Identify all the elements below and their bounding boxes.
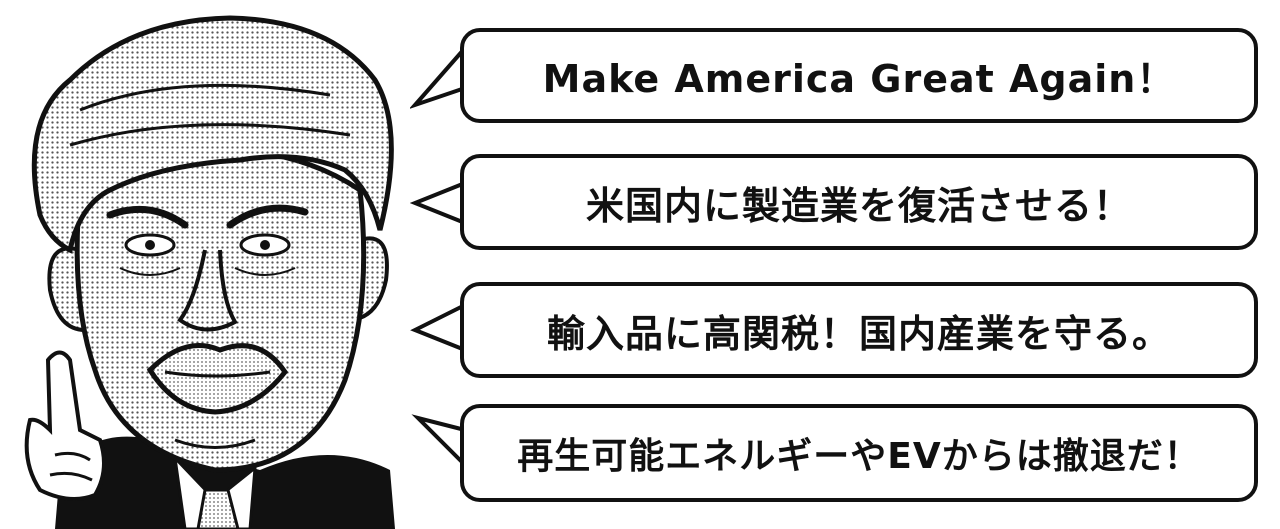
hair-strand xyxy=(79,83,331,112)
suit-shape xyxy=(55,436,395,529)
bubble-tail xyxy=(410,303,466,352)
speech-bubble: 米国内に製造業を復活させる！ xyxy=(460,154,1258,250)
bubble-text: 米国内に製造業を復活させる！ xyxy=(585,183,1132,228)
bubble-tail xyxy=(410,46,467,109)
chin-line xyxy=(174,438,256,449)
pointing-hand xyxy=(24,350,106,501)
tie-shape xyxy=(196,488,240,529)
right-pupil xyxy=(260,240,270,250)
bubble-tail xyxy=(410,181,466,225)
speech-bubble: Make America Great Again！ xyxy=(460,28,1258,123)
finger-line xyxy=(54,451,91,462)
left-pupil xyxy=(145,240,155,250)
speech-bubble: 輸入品に高関税！国内産業を守る。 xyxy=(460,282,1258,378)
speech-bubble: 再生可能エネルギーやEVからは撤退だ！ xyxy=(460,404,1258,502)
caricature-illustration xyxy=(24,15,395,529)
right-eyebrow xyxy=(226,204,309,229)
face-shape xyxy=(74,147,367,473)
eye-wrinkle xyxy=(119,267,181,276)
eye-wrinkle xyxy=(234,267,296,276)
bubble-text: Make America Great Again！ xyxy=(542,57,1176,101)
mouth-shape xyxy=(146,343,289,415)
bubble-text: 再生可能エネルギーやEVからは撤退だ！ xyxy=(517,436,1201,477)
hair-strand xyxy=(69,123,351,147)
bubble-tail xyxy=(411,414,467,467)
nose-shape xyxy=(177,249,238,332)
finger-line xyxy=(49,471,93,482)
left-eyebrow xyxy=(106,205,189,229)
bubble-text: 輸入品に高関税！国内産業を守る。 xyxy=(546,311,1171,356)
hair-shape xyxy=(31,15,394,254)
teeth-line xyxy=(164,370,271,378)
